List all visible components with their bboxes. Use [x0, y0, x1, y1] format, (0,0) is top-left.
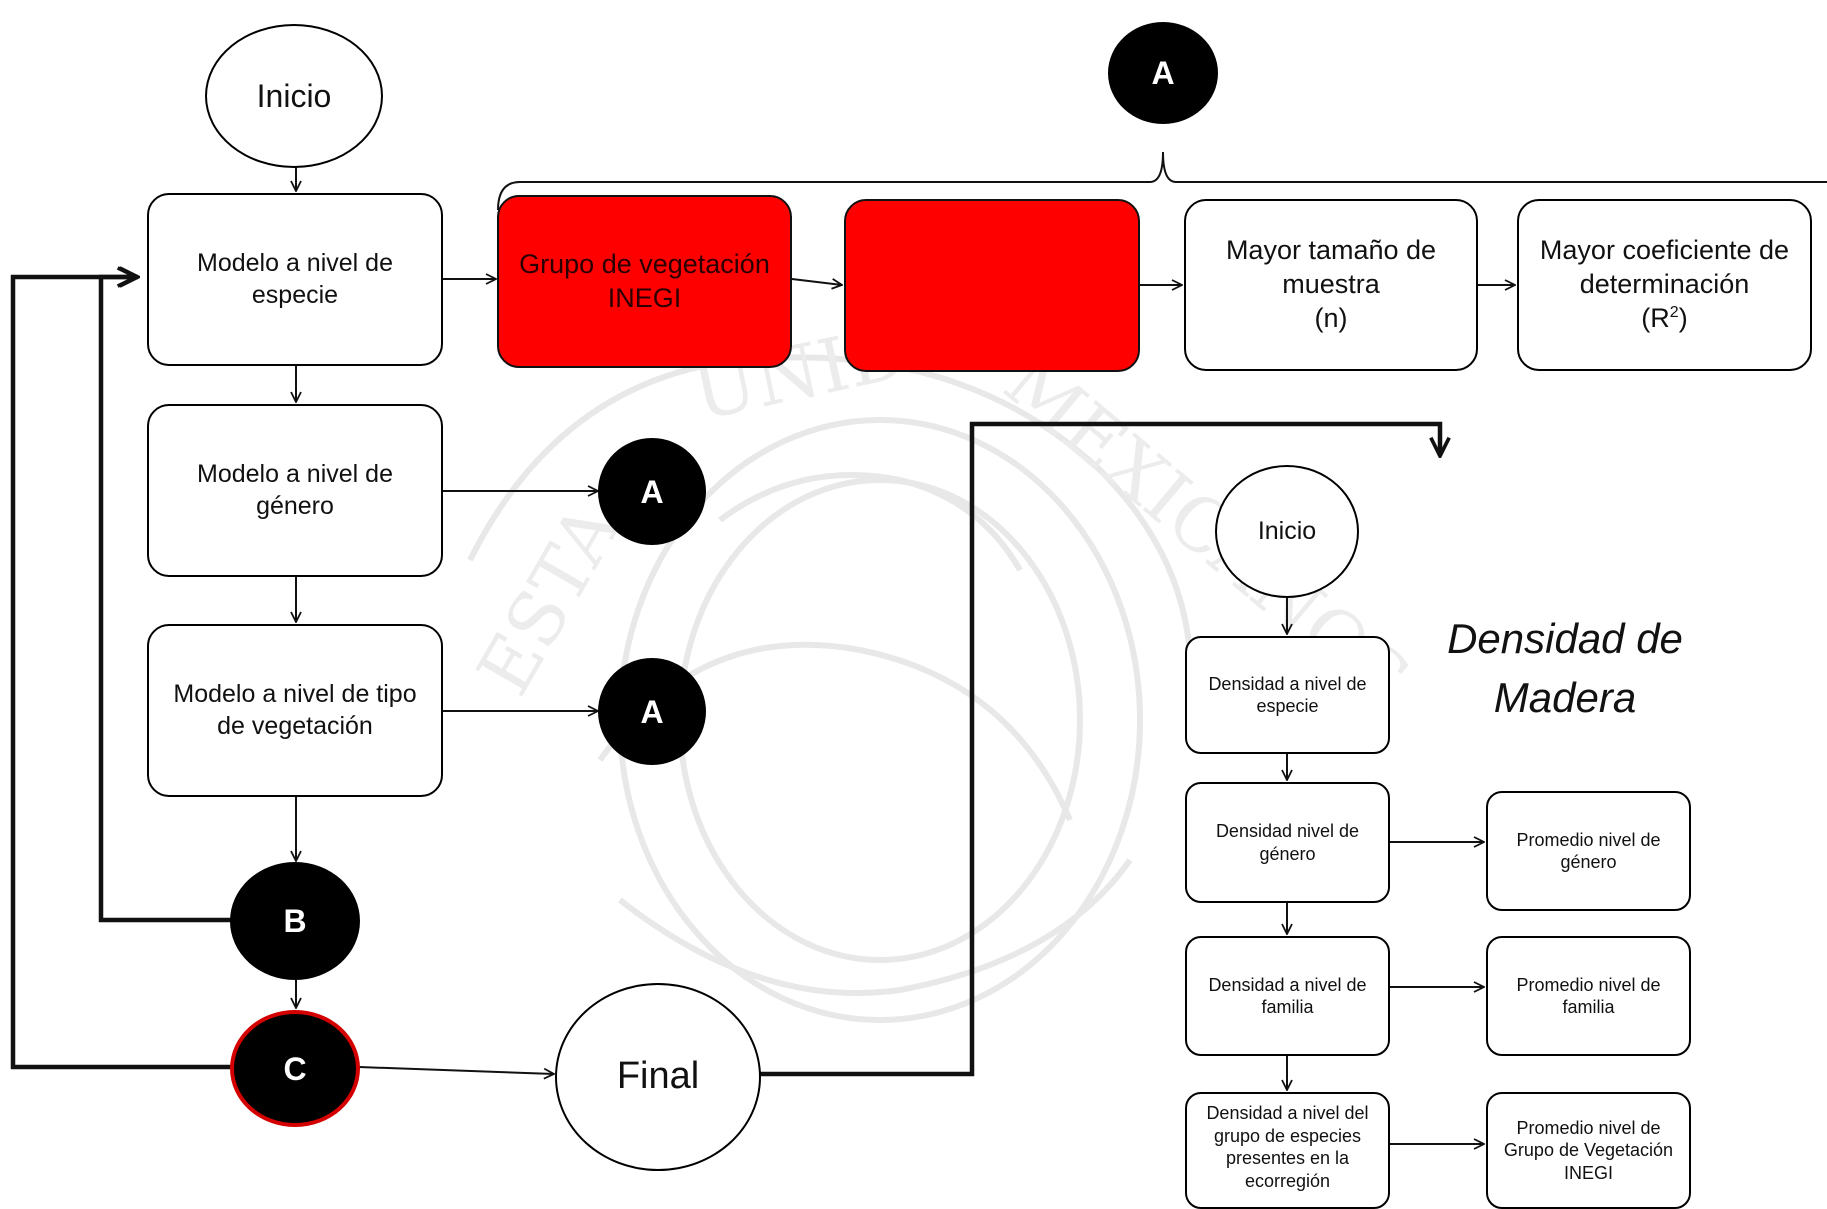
start-node: Inicio [205, 24, 383, 168]
density-family-label: Densidad a nivel de familia [1208, 974, 1367, 1018]
r-superscript: 2 [1669, 303, 1679, 321]
largest-sample-box: Mayor tamaño de muestra (n) [1184, 199, 1478, 371]
connector-b: B [230, 862, 360, 980]
end-node: Final [555, 983, 761, 1171]
connector-a-top-label: A [1151, 55, 1175, 91]
connector-a-vegetation: A [598, 658, 706, 765]
connector-a-genus: A [598, 438, 706, 545]
density-title: Densidad de Madera [1420, 610, 1710, 728]
model-species-label: Modelo a nivel de especie [197, 249, 393, 309]
density-genus-box: Densidad nivel de género [1185, 782, 1390, 903]
model-species-box: Modelo a nivel de especie [147, 193, 443, 366]
connector-a-vegetation-label: A [640, 693, 664, 730]
average-family-label: Promedio nivel de familia [1516, 974, 1661, 1018]
connector-c: C [230, 1010, 360, 1127]
average-family-box: Promedio nivel de familia [1486, 936, 1691, 1056]
connector-a-genus-label: A [640, 473, 664, 510]
model-genus-box: Modelo a nivel de género [147, 404, 443, 577]
end-label: Final [616, 1055, 700, 1098]
model-vegetation-type-label: Modelo a nivel de tipo de vegetación [173, 680, 417, 740]
density-group-box: Densidad a nivel del grupo de especies p… [1185, 1092, 1390, 1209]
connector-b-label: B [283, 903, 307, 939]
r-open: (R [1641, 302, 1670, 333]
average-group-box: Promedio nivel de Grupo de Vegetación IN… [1486, 1092, 1691, 1209]
largest-sample-label: Mayor tamaño de muestra [1225, 235, 1437, 300]
vegetation-group-box: Grupo de vegetación INEGI [497, 195, 792, 368]
density-genus-label: Densidad nivel de género [1215, 821, 1360, 864]
largest-sample-n: (n) [1314, 302, 1348, 333]
highest-r2-box: Mayor coeficiente de determinación (R2) [1517, 199, 1812, 371]
highest-r2-label: Mayor coeficiente de determinación [1539, 235, 1790, 300]
connector-c-label: C [283, 1050, 307, 1087]
density-species-label: Densidad a nivel de especie [1208, 673, 1367, 717]
density-title-line2: Madera [1493, 673, 1637, 721]
start-label: Inicio [256, 78, 332, 114]
model-genus-label: Modelo a nivel de género [197, 460, 393, 520]
density-group-label: Densidad a nivel del grupo de especies p… [1206, 1103, 1369, 1191]
average-genus-label: Promedio nivel de género [1516, 829, 1661, 873]
connector-a-top: A [1108, 22, 1218, 124]
r-close: ) [1678, 302, 1688, 333]
density-family-box: Densidad a nivel de familia [1185, 936, 1390, 1056]
vegetation-group-label: Grupo de vegetación INEGI [519, 248, 770, 313]
highest-r2-symbol: (R2) [1641, 302, 1687, 336]
density-species-box: Densidad a nivel de especie [1185, 636, 1390, 754]
blank-highlight-box [844, 199, 1140, 372]
model-vegetation-type-box: Modelo a nivel de tipo de vegetación [147, 624, 443, 797]
average-genus-box: Promedio nivel de género [1486, 791, 1691, 911]
average-group-label: Promedio nivel de Grupo de Vegetación IN… [1503, 1117, 1674, 1183]
density-start-label: Inicio [1257, 516, 1317, 545]
density-title-line1: Densidad de [1447, 615, 1683, 662]
density-start-node: Inicio [1215, 465, 1359, 598]
